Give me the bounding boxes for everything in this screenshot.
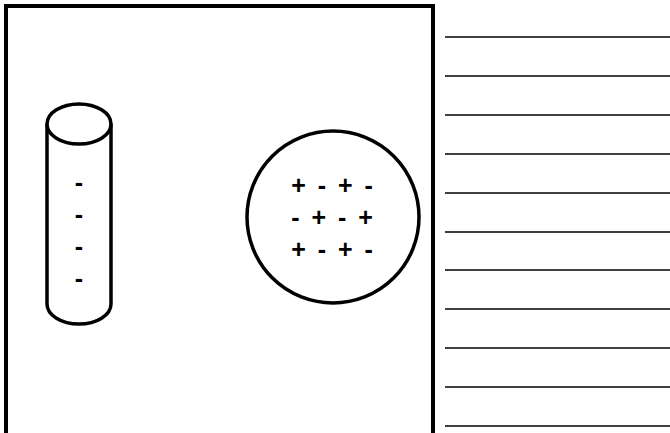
- charge-sign: -: [75, 166, 83, 198]
- charge-sign: -: [75, 230, 83, 262]
- charge-sign: -: [75, 262, 83, 294]
- answer-lines: [445, 37, 670, 426]
- charge-sign: -: [75, 198, 83, 230]
- frame: [6, 6, 433, 433]
- charged-rod: ----: [45, 102, 113, 326]
- charge-row: + - + -: [291, 233, 375, 265]
- neutral-object: + - + -- + - ++ - + -: [245, 129, 421, 305]
- charge-row: + - + -: [291, 169, 375, 201]
- charge-row: - + - +: [291, 201, 375, 233]
